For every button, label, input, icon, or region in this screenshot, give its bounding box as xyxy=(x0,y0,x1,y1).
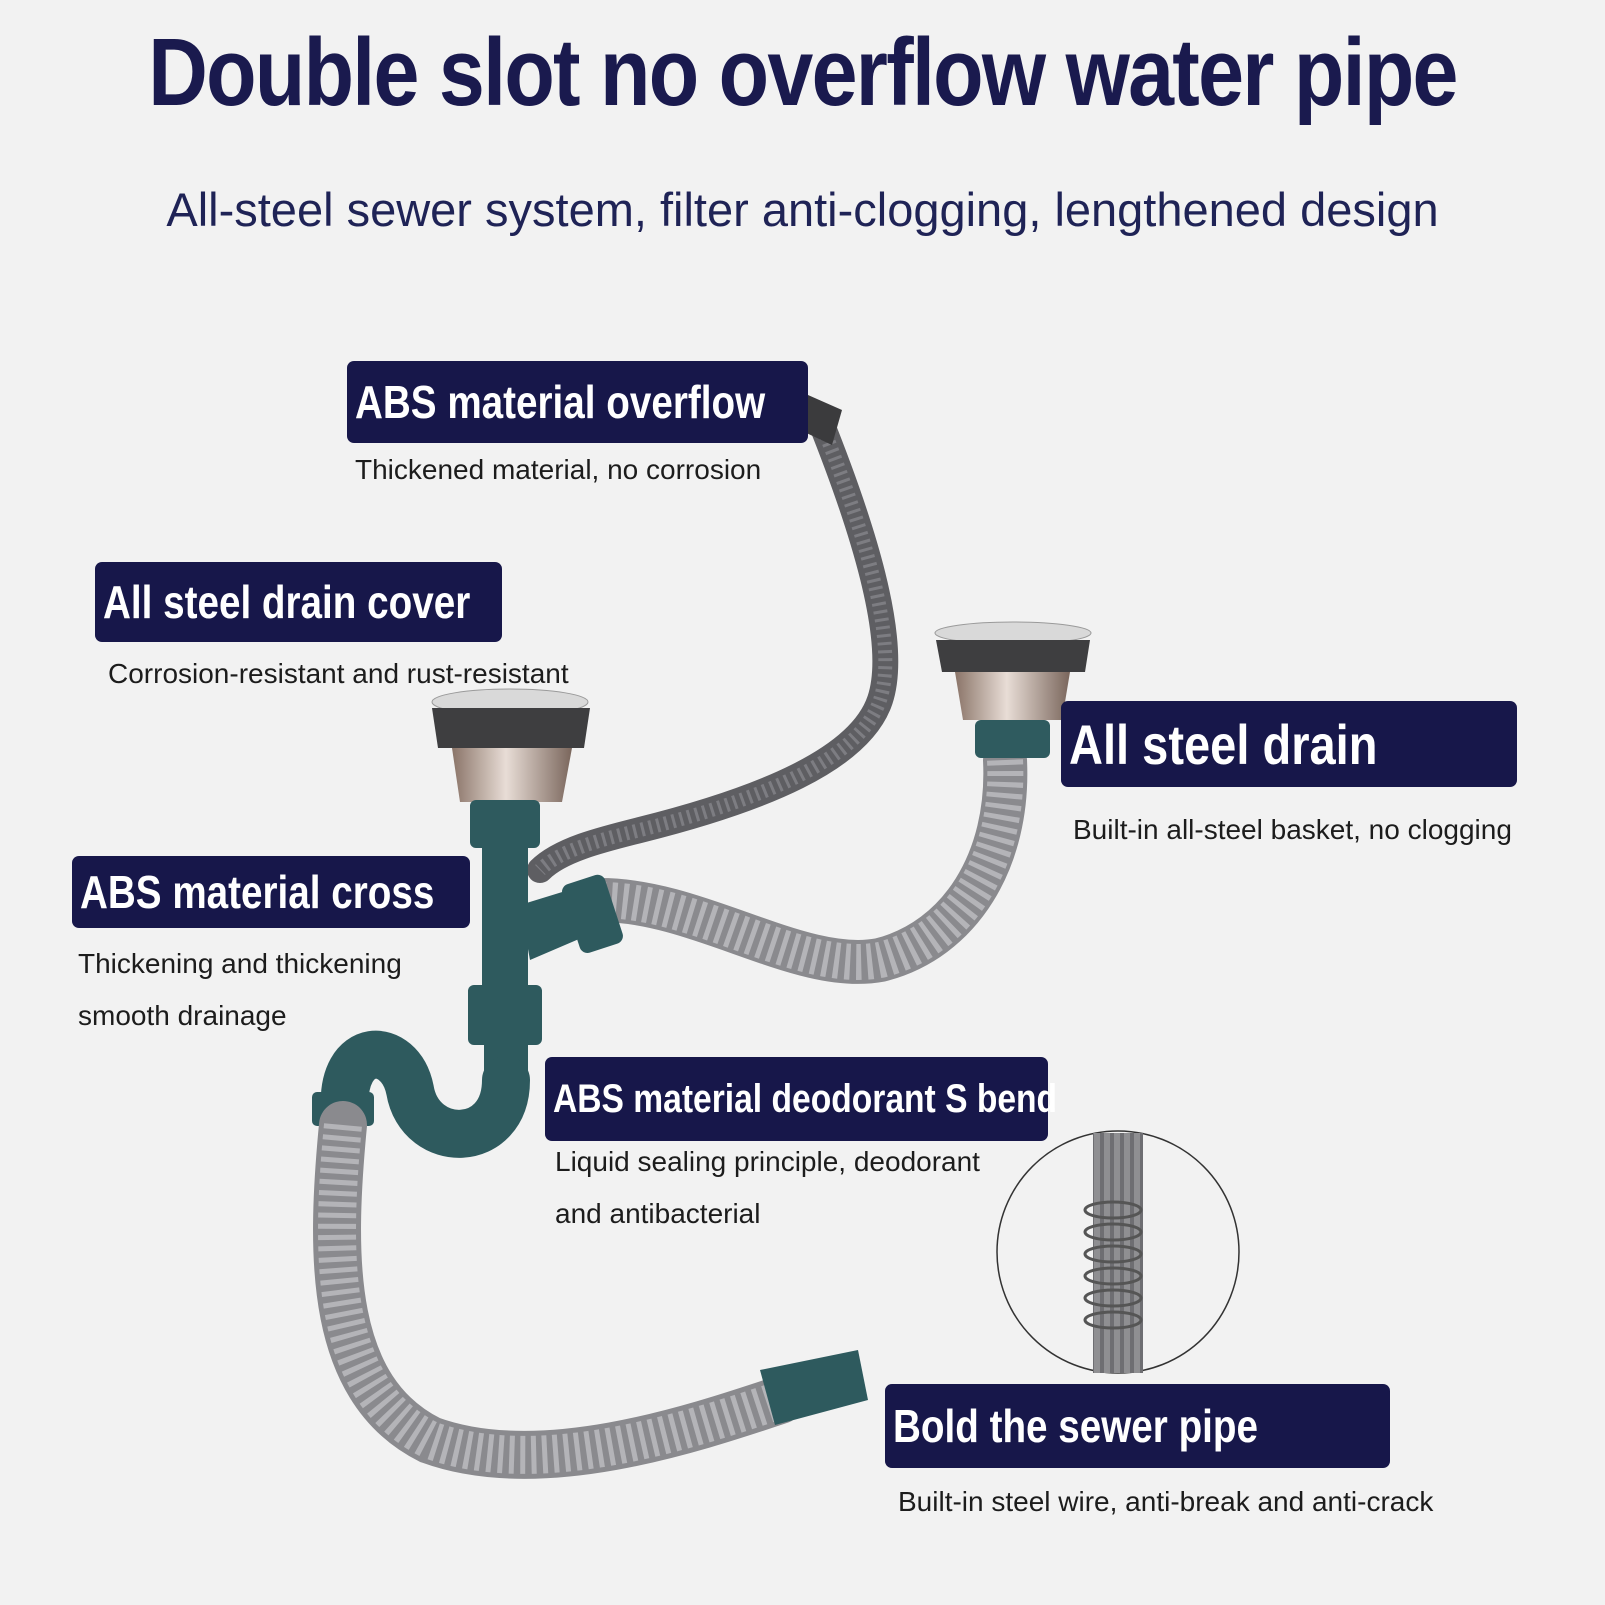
left-strainer xyxy=(431,688,590,802)
abs-cross-fitting xyxy=(468,800,623,1100)
callout-desc-overflow: Thickened material, no corrosion xyxy=(355,454,762,485)
overflow-hose xyxy=(527,395,899,883)
callout-label-cross: ABS material cross xyxy=(72,856,470,928)
callout-desc-sewer-pipe: Built-in steel wire, anti-break and anti… xyxy=(898,1486,1434,1517)
callout-desc-s-bend: Liquid sealing principle, deodorant and … xyxy=(555,1146,980,1229)
callout-label-overflow: ABS material overflow xyxy=(347,361,808,443)
right-strainer xyxy=(934,621,1092,758)
callout-label-drain-cover: All steel drain cover xyxy=(95,562,502,642)
right-drain-hose xyxy=(578,738,1028,984)
callout-label-sewer-pipe: Bold the sewer pipe xyxy=(885,1384,1390,1468)
sewer-hose xyxy=(313,1101,868,1479)
callout-desc-steel-drain: Built-in all-steel basket, no clogging xyxy=(1073,814,1512,845)
callout-desc-cross: Thickening and thickening smooth drainag… xyxy=(78,948,402,1031)
callout-label-steel-drain: All steel drain xyxy=(1061,701,1517,787)
page-title: Double slot no overflow water pipe xyxy=(148,19,1458,126)
callout-label-s-bend: ABS material deodorant S bend xyxy=(545,1057,1057,1141)
page-subtitle: All-steel sewer system, filter anti-clog… xyxy=(166,183,1439,236)
hose-detail-circle xyxy=(996,1130,1240,1374)
callout-desc-drain-cover: Corrosion-resistant and rust-resistant xyxy=(108,658,569,689)
